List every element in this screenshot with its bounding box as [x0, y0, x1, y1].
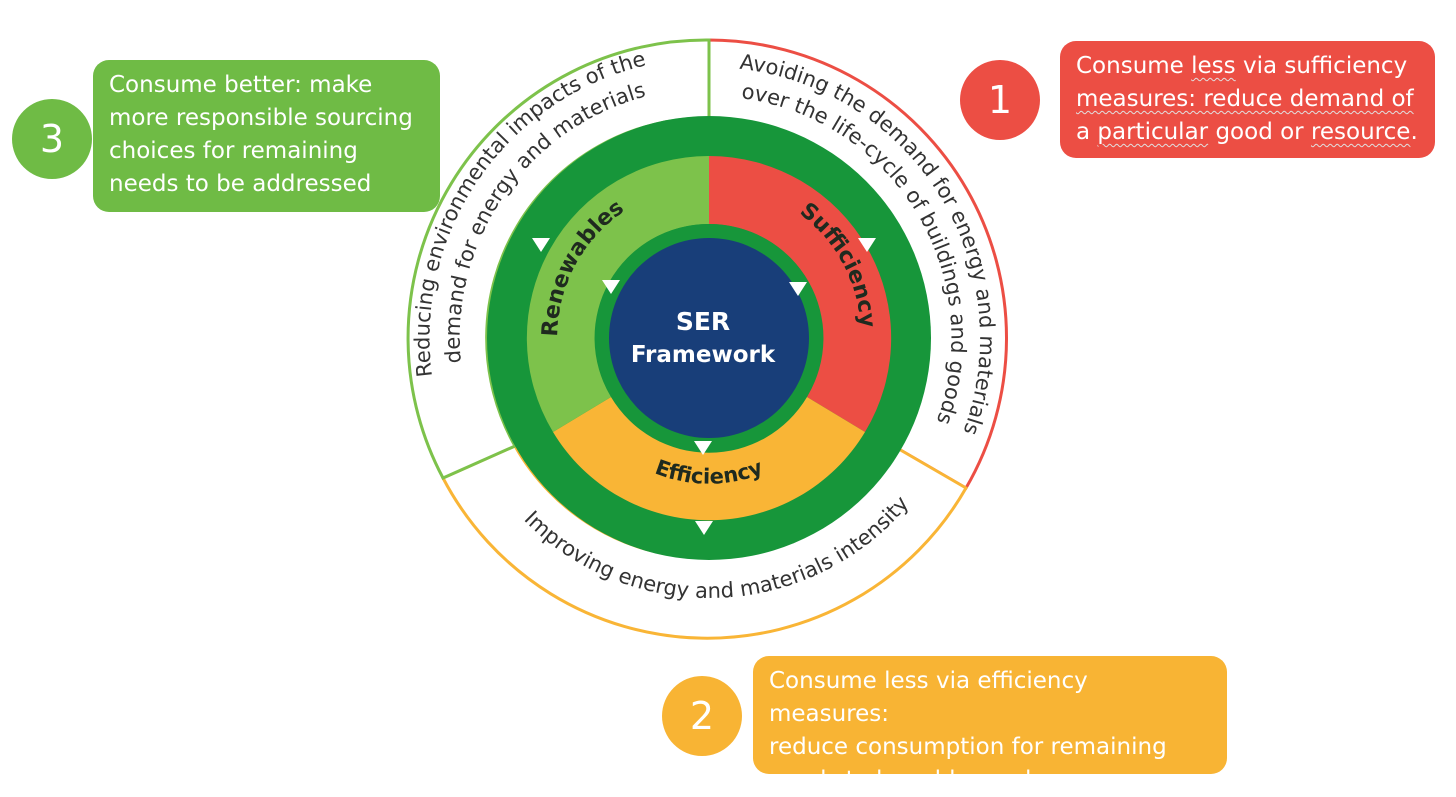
arrow-triangle-icon	[694, 441, 712, 455]
arrow-triangle-icon	[789, 282, 807, 296]
arrow-triangle-icon	[532, 238, 550, 252]
outer-ring-green-border	[406, 38, 711, 480]
center-title-line2: Framework	[631, 342, 776, 368]
callout-badge-1: 1	[960, 60, 1040, 140]
callout-1-line3: a particular good or resource.	[1076, 119, 1418, 145]
callout-1-line2: measures: reduce demand of	[1076, 86, 1414, 112]
segment-sufficiency	[709, 155, 892, 432]
callout-badge-3: 3	[12, 99, 92, 179]
center-circle	[609, 238, 809, 438]
callout-consume-less-efficiency: Consume less via efficiency measures: re…	[753, 656, 1227, 793]
segment-renewables	[526, 155, 709, 432]
arrow-triangle-icon	[695, 521, 713, 535]
arrow-triangle-icon	[858, 238, 876, 252]
arrow-triangle-icon	[602, 280, 620, 294]
callout-badge-2: 2	[662, 676, 742, 756]
callout-consume-better: Consume better: make more responsible so…	[93, 60, 440, 212]
center-title-line1: SER	[676, 307, 730, 336]
callout-consume-less-sufficiency: Consume less via sufficiency measures: r…	[1060, 41, 1435, 158]
callout-1-line1: Consume less via sufficiency	[1076, 53, 1408, 79]
segment-efficiency	[553, 397, 865, 521]
